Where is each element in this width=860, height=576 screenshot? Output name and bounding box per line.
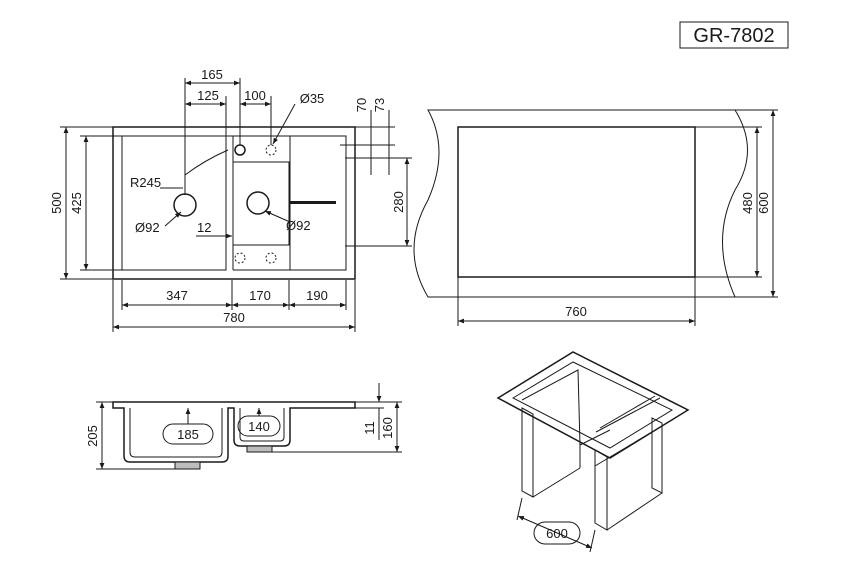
label-12: 12 — [197, 220, 211, 235]
model-text: GR-7802 — [693, 25, 774, 47]
dim-11: 11 — [362, 421, 377, 435]
cutout-view: 760 480 600 — [413, 109, 778, 326]
drain-rib — [290, 201, 336, 204]
dim-205: 205 — [85, 425, 100, 447]
tap-hole-alt — [265, 144, 277, 156]
cabinet-side-left — [521, 407, 534, 498]
dim-125: 125 — [197, 88, 219, 103]
cabinet-view: 600 — [496, 351, 690, 553]
dim-190: 190 — [306, 288, 328, 303]
dim-500: 500 — [49, 192, 64, 214]
dim-73: 73 — [372, 98, 387, 112]
dim-600-cutout: 600 — [756, 192, 771, 214]
cabinet-top — [496, 351, 690, 459]
countertop — [413, 109, 748, 298]
dim-160: 160 — [380, 417, 395, 439]
dim-425: 425 — [69, 192, 84, 214]
drain-1 — [173, 193, 197, 217]
drain-2 — [246, 191, 270, 215]
bowl-2 — [232, 161, 290, 246]
dim-140: 140 — [248, 419, 270, 434]
label-radius: R245 — [130, 175, 161, 190]
tap-hole — [234, 144, 246, 156]
dim-480: 480 — [740, 192, 755, 214]
top-view: 347 170 190 780 500 425 165 125 100 Ø35 — [49, 67, 412, 332]
dim-780: 780 — [223, 310, 245, 325]
sink-section — [112, 401, 356, 463]
section-view: 185 140 205 11 160 — [85, 383, 402, 470]
dim-165: 165 — [201, 67, 223, 82]
dim-100: 100 — [244, 88, 266, 103]
label-drain-1: Ø92 — [135, 220, 160, 235]
dim-600-cabinet: 600 — [546, 526, 568, 541]
dim-70: 70 — [354, 98, 369, 112]
model-label: GR-7802 — [679, 21, 789, 49]
dim-760: 760 — [565, 304, 587, 319]
dim-tap-hole: Ø35 — [300, 91, 325, 106]
dim-170: 170 — [249, 288, 271, 303]
label-drain-2: Ø92 — [286, 218, 311, 233]
sink-outline — [112, 126, 356, 280]
dim-185: 185 — [177, 427, 199, 442]
dim-280: 280 — [391, 191, 406, 213]
bowl-1 — [121, 135, 227, 271]
cutout-hole — [457, 126, 696, 278]
dim-347: 347 — [166, 288, 188, 303]
